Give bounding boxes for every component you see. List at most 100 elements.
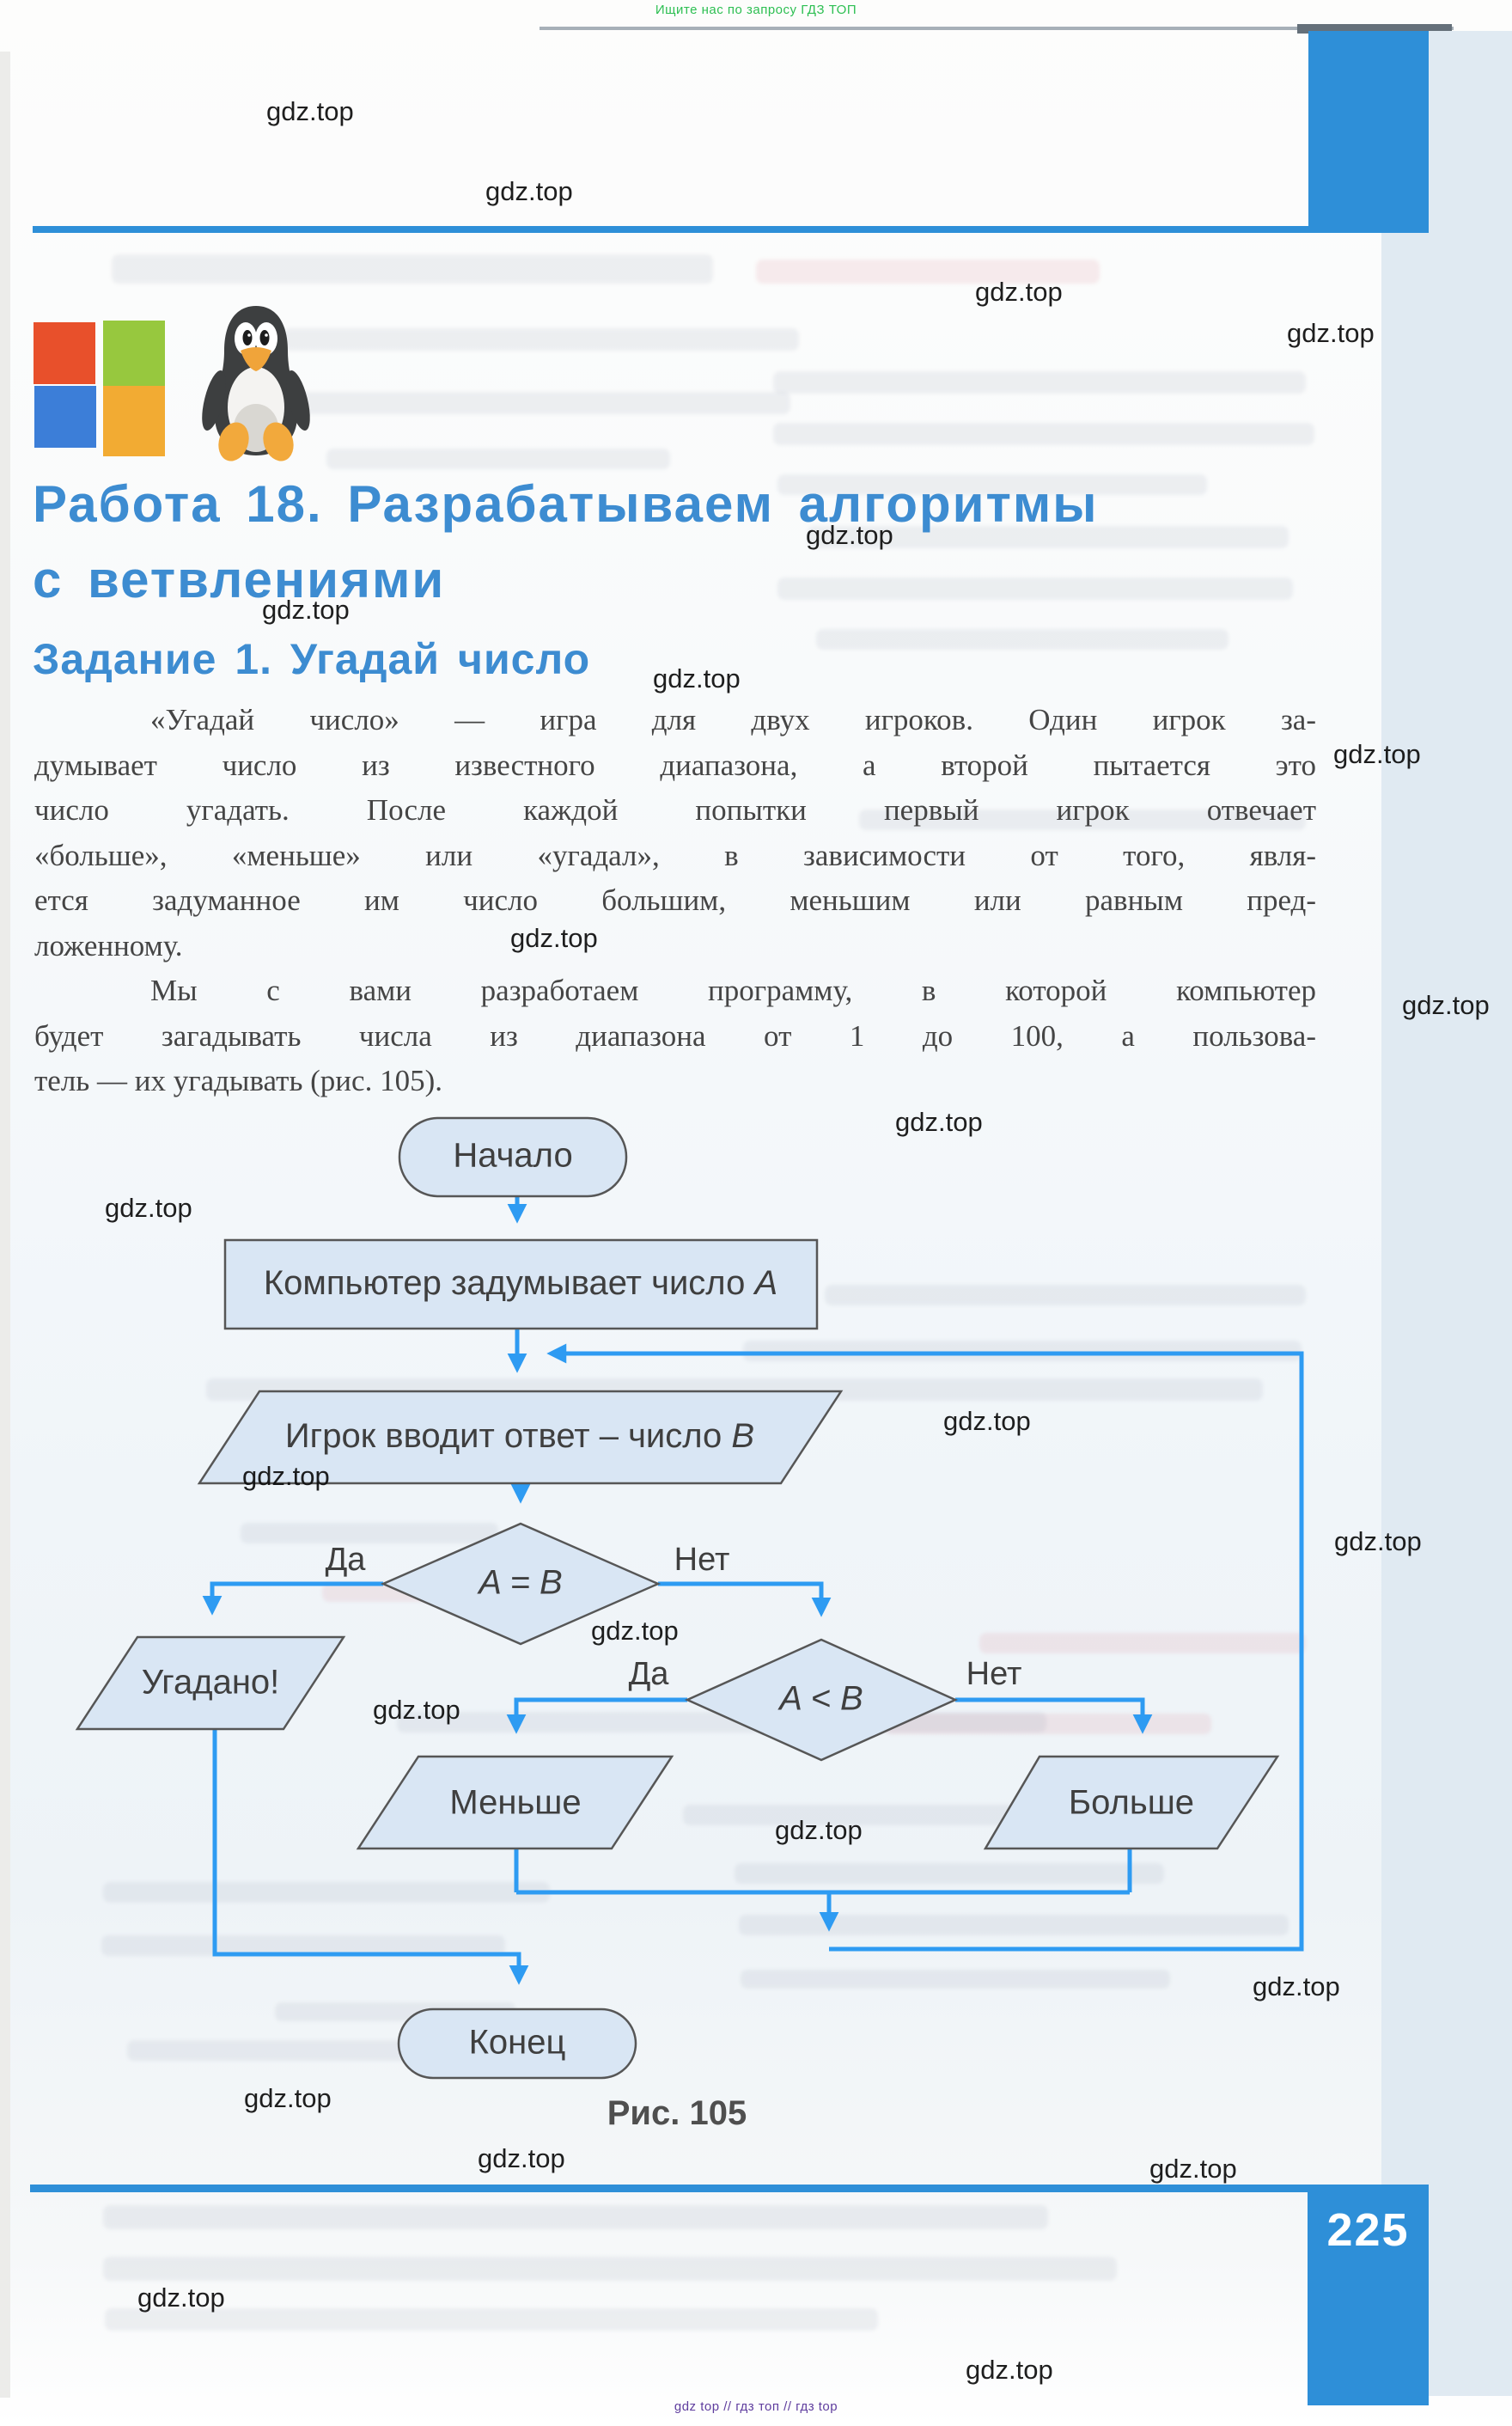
gdz-watermark: gdz.top xyxy=(105,1193,192,1223)
gdz-watermark: gdz.top xyxy=(242,1461,330,1491)
bleed-through-smudge xyxy=(808,526,1289,548)
logo-square-blue xyxy=(34,386,96,448)
flowchart-start-node xyxy=(398,1116,628,1198)
bleed-through-smudge xyxy=(756,260,1100,284)
bleed-through-smudge xyxy=(777,577,1293,600)
gdz-watermark: gdz.top xyxy=(943,1406,1031,1436)
process-label: Компьютер задумывает число A xyxy=(264,1264,777,1302)
flowchart-less-node xyxy=(356,1755,674,1850)
arrow-decision2-yes xyxy=(506,1697,687,1734)
corner-blue-block xyxy=(1308,31,1429,229)
task-subtitle: Задание 1. Угадай число xyxy=(33,635,591,683)
page-left-edge xyxy=(0,52,10,2398)
bottom-blue-rule xyxy=(30,2185,1308,2192)
tux-penguin-icon xyxy=(202,306,310,461)
bleed-through-smudge xyxy=(735,1863,1164,1884)
flowchart-input-node xyxy=(197,1390,844,1485)
gdz-watermark: gdz.top xyxy=(1149,2154,1237,2184)
paragraph-line: будет загадывать числа из диапазона от 1… xyxy=(34,1018,1316,1053)
page-number-badge: 225 xyxy=(1308,2185,1429,2405)
paragraph-line: ется задуманное им число большим, меньши… xyxy=(34,883,1316,917)
arrow-decision1-no xyxy=(658,1581,832,1617)
bleed-through-smudge xyxy=(825,1285,1306,1305)
decision1-label: A = B xyxy=(477,1564,562,1602)
less-label: Меньше xyxy=(449,1784,581,1822)
paragraph-line: ложенному. xyxy=(34,928,183,962)
flowchart-greater-node xyxy=(983,1755,1280,1850)
flowchart-process-node xyxy=(223,1238,819,1330)
end-label: Конец xyxy=(469,2024,566,2062)
gdz-watermark: gdz.top xyxy=(895,1107,983,1137)
arrow-to-end xyxy=(212,1729,529,1985)
top-blue-rule xyxy=(33,226,1429,233)
bleed-through-smudge xyxy=(284,328,799,351)
bleed-through-smudge xyxy=(816,629,1228,650)
flowchart-decision1-node xyxy=(380,1522,662,1646)
gdz-watermark: gdz.top xyxy=(975,277,1063,307)
bleed-through-smudge xyxy=(284,392,790,414)
page-right-margin xyxy=(1381,31,1512,2396)
bleed-through-smudge xyxy=(741,1970,1170,1989)
paragraph-line: Мы с вами разработаем программу, в котор… xyxy=(150,974,1316,1007)
gdz-watermark: gdz.top xyxy=(591,1616,679,1646)
gdz-watermark: gdz.top xyxy=(653,663,741,694)
bleed-through-smudge xyxy=(112,254,713,284)
arrow-decision1-yes xyxy=(202,1581,383,1616)
input-label: Игрок вводит ответ – число B xyxy=(285,1417,754,1455)
gdz-watermark: gdz.top xyxy=(510,923,598,953)
gdz-watermark: gdz.top xyxy=(373,1695,460,1725)
flowchart-end-node xyxy=(397,2007,637,2080)
decision2-yes-label: Да xyxy=(629,1656,670,1692)
page-top-edge-dark xyxy=(1297,24,1452,34)
paragraph-line: «Угадай число» — игра для двух игроков. … xyxy=(150,703,1316,736)
greater-label: Больше xyxy=(1069,1784,1194,1822)
decision2-label: A < B xyxy=(777,1680,863,1718)
decision1-no-label: Нет xyxy=(674,1542,730,1578)
page-top-edge xyxy=(540,27,1454,30)
bleed-through-smudge xyxy=(773,371,1306,394)
gdz-watermark: gdz.top xyxy=(806,520,893,550)
bleed-through-smudge xyxy=(103,1882,550,1903)
gdz-watermark: gdz.top xyxy=(478,2143,565,2173)
logo-square-yellow xyxy=(103,386,165,456)
gdz-watermark: gdz.top xyxy=(485,176,573,206)
logo-square-red xyxy=(34,322,95,384)
page-title-line2: с ветвлениями xyxy=(33,551,446,608)
gdz-watermark: gdz.top xyxy=(1287,318,1375,348)
guessed-label: Угадано! xyxy=(142,1664,280,1702)
paragraph-line: думывает число из известного диапазона, … xyxy=(34,748,1316,782)
bleed-through-smudge xyxy=(773,423,1314,445)
page-title-line1: Работа 18. Разрабатываем алгоритмы xyxy=(33,475,1099,533)
body-text: «Угадай число» — игра для двух игроков. … xyxy=(34,698,1316,1104)
gdz-watermark: gdz.top xyxy=(262,595,350,625)
decision1-yes-label: Да xyxy=(326,1542,367,1578)
start-label: Начало xyxy=(453,1137,572,1175)
paragraph-line: тель — их угадывать (рис. 105). xyxy=(34,1064,442,1097)
arrow-decision2-no xyxy=(955,1697,1153,1734)
bleed-through-smudge xyxy=(979,1633,1306,1653)
gdz-watermark: gdz.top xyxy=(137,2282,225,2313)
bleed-through-smudge xyxy=(743,1341,1302,1361)
gdz-watermark: gdz.top xyxy=(266,96,354,126)
windows-logo xyxy=(34,321,165,456)
decision2-no-label: Нет xyxy=(966,1656,1022,1692)
logo-square-green xyxy=(103,321,165,386)
feedback-loop-line xyxy=(546,1343,1304,1952)
footer-links-text: gdz top // гдз топ // гдз top xyxy=(674,2399,838,2414)
bleed-through-smudge xyxy=(241,1523,498,1543)
gdz-watermark: gdz.top xyxy=(966,2355,1053,2385)
bleed-through-smudge xyxy=(683,1805,1061,1825)
bleed-through-smudge xyxy=(885,1714,1211,1734)
bleed-through-smudge xyxy=(859,810,1306,830)
gdz-watermark: gdz.top xyxy=(775,1815,863,1845)
gdz-watermark: gdz.top xyxy=(1402,990,1490,1020)
flowchart-guessed-node xyxy=(75,1635,346,1731)
paragraph-line: «больше», «меньше» или «угадал», в завис… xyxy=(34,838,1316,872)
flowchart-decision2-node xyxy=(684,1638,959,1762)
bleed-through-smudge xyxy=(103,2205,1048,2229)
bleed-through-smudge xyxy=(326,449,670,469)
bleed-through-smudge xyxy=(103,2257,1117,2281)
gdz-watermark: gdz.top xyxy=(244,2083,332,2113)
promo-header-text: Ищите нас по запросу ГДЗ ТОП xyxy=(655,3,857,17)
